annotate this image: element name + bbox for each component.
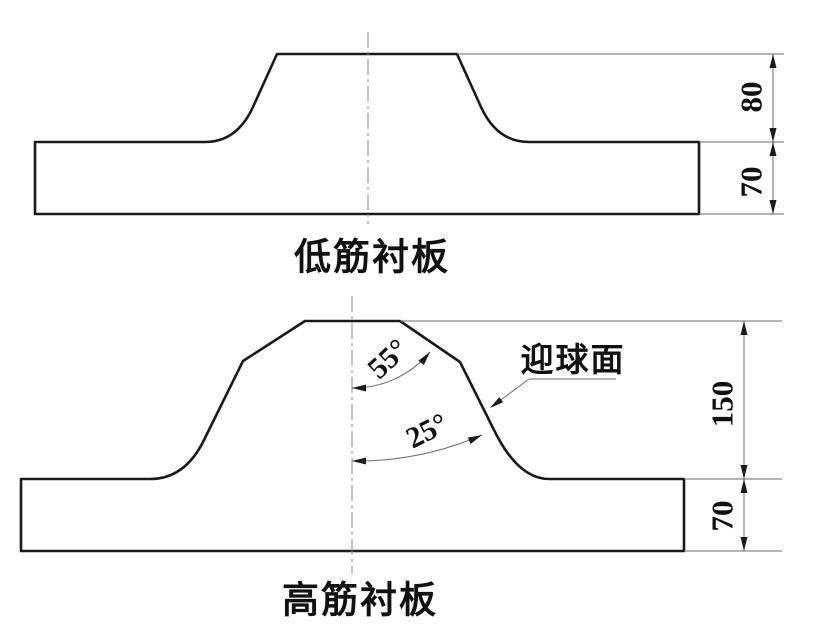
arrow-up-icon <box>769 54 777 68</box>
arrow-up-icon <box>769 142 777 156</box>
arrow-down-left-icon <box>490 397 504 408</box>
low-rib-height-dim: 80 <box>734 82 769 113</box>
arrow-down-icon <box>740 537 748 551</box>
low-rib-profile-outline <box>33 52 701 216</box>
low-rib-base-thickness-dim: 70 <box>734 167 769 198</box>
arrow-down-icon <box>740 465 748 479</box>
high-rib-liner-drawing: 150 70 55° 25° 迎球面 高筋衬板 <box>19 296 782 622</box>
arrow-down-icon <box>769 128 777 142</box>
arrow-up-icon <box>740 479 748 493</box>
arrow-up-icon <box>740 321 748 335</box>
surface-callout: 迎球面 <box>490 341 626 408</box>
surface-label: 迎球面 <box>521 341 626 379</box>
surface-leader-line <box>497 378 530 403</box>
arrow-up-right-icon <box>467 435 482 444</box>
low-rib-caption: 低筋衬板 <box>294 237 450 279</box>
high-rib-base-thickness-dim: 70 <box>705 501 740 532</box>
high-rib-height-dim: 150 <box>705 381 740 428</box>
high-rib-caption: 高筋衬板 <box>282 580 438 622</box>
arrow-up-right-icon <box>418 352 430 365</box>
arrow-left-icon <box>352 457 366 465</box>
arrow-left-icon <box>352 384 366 392</box>
arrow-down-icon <box>769 200 777 214</box>
low-rib-liner-drawing: 80 70 低筋衬板 <box>33 32 784 279</box>
